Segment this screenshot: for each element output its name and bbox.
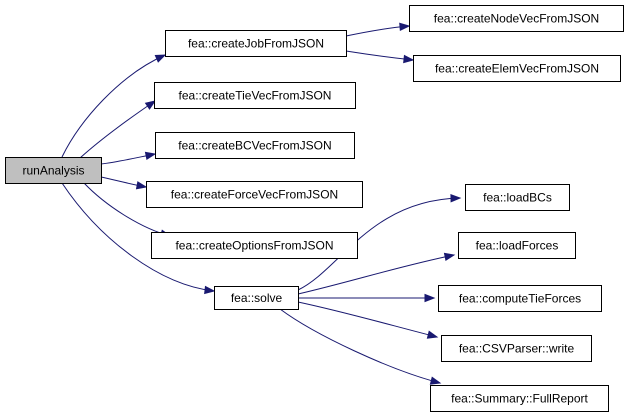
edge-line	[345, 25, 410, 37]
edge-line	[297, 301, 438, 338]
node-box	[458, 232, 576, 259]
node-label: fea::loadBCs	[483, 191, 552, 205]
node-box	[146, 181, 363, 208]
node-box	[151, 232, 358, 259]
edge-runAnalysis-to-createForce	[100, 176, 148, 190]
node-box	[5, 157, 102, 184]
arrowhead-icon	[443, 252, 456, 262]
node-loadBCs[interactable]: fea::loadBCs	[465, 184, 570, 211]
node-solve[interactable]: fea::solve	[214, 286, 299, 310]
node-createForce[interactable]: fea::createForceVecFromJSON	[146, 181, 363, 208]
node-label: fea::CSVParser::write	[459, 342, 575, 356]
edge-line	[79, 100, 156, 159]
nodes: runAnalysisfea::createJobFromJSONfea::cr…	[5, 5, 624, 412]
node-label: fea::createElemVecFromJSON	[435, 62, 599, 76]
node-csvWrite[interactable]: fea::CSVParser::write	[441, 335, 592, 362]
edge-solve-to-loadBCs	[297, 193, 462, 291]
node-label: fea::createNodeVecFromJSON	[434, 12, 599, 26]
edge-runAnalysis-to-createBC	[100, 151, 157, 165]
node-box	[214, 286, 299, 310]
arrowhead-icon	[144, 100, 157, 110]
edge-line	[297, 254, 455, 295]
node-label: runAnalysis	[22, 164, 84, 178]
arrowhead-icon	[135, 181, 148, 190]
node-label: fea::loadForces	[476, 239, 559, 253]
edge-solve-to-fullReport	[279, 308, 442, 385]
node-label: fea::createOptionsFromJSON	[175, 239, 333, 253]
node-createOptions[interactable]: fea::createOptionsFromJSON	[151, 232, 358, 259]
node-runAnalysis[interactable]: runAnalysis	[5, 157, 102, 184]
node-label: fea::solve	[231, 291, 283, 305]
arrowhead-icon	[403, 54, 415, 64]
node-box	[154, 82, 356, 109]
edge-line	[61, 182, 215, 292]
node-label: fea::createTieVecFromJSON	[179, 89, 332, 103]
arrowhead-icon	[450, 193, 462, 203]
node-box	[438, 285, 602, 312]
node-computeTie[interactable]: fea::computeTieForces	[438, 285, 602, 312]
node-label: fea::createJobFromJSON	[188, 37, 324, 51]
node-loadForces[interactable]: fea::loadForces	[458, 232, 576, 259]
edge-line	[297, 197, 461, 291]
arrowhead-icon	[144, 151, 157, 161]
node-fullReport[interactable]: fea::Summary::FullReport	[430, 385, 609, 412]
arrowhead-icon	[426, 330, 439, 339]
edge-createJob-to-createElem	[345, 50, 415, 64]
node-box	[430, 385, 609, 412]
node-box	[413, 55, 621, 82]
node-label: fea::createForceVecFromJSON	[171, 188, 338, 202]
arrowhead-icon	[429, 376, 442, 385]
node-createElem[interactable]: fea::createElemVecFromJSON	[413, 55, 621, 82]
edge-runAnalysis-to-solve	[61, 182, 216, 295]
edge-createJob-to-createNode	[345, 22, 411, 37]
edge-line	[279, 308, 441, 384]
node-label: fea::computeTieForces	[459, 292, 581, 306]
node-box	[465, 184, 570, 211]
edge-line	[345, 50, 414, 61]
node-box	[441, 335, 592, 362]
arrowhead-icon	[399, 22, 411, 32]
node-box	[165, 30, 347, 57]
arrowhead-icon	[204, 285, 216, 295]
node-label: fea::createBCVecFromJSON	[178, 139, 331, 153]
edge-solve-to-computeTie	[297, 293, 436, 303]
node-createTie[interactable]: fea::createTieVecFromJSON	[154, 82, 356, 109]
edge-runAnalysis-to-createTie	[79, 100, 157, 159]
node-createBC[interactable]: fea::createBCVecFromJSON	[155, 132, 355, 159]
node-box	[155, 132, 355, 159]
edge-runAnalysis-to-createJob	[61, 54, 167, 158]
node-createNode[interactable]: fea::createNodeVecFromJSON	[409, 5, 624, 32]
edge-solve-to-csvWrite	[297, 301, 439, 339]
node-box	[409, 5, 624, 32]
edge-line	[61, 54, 166, 158]
arrowhead-icon	[154, 54, 167, 63]
node-createJob[interactable]: fea::createJobFromJSON	[165, 30, 347, 57]
edge-solve-to-loadForces	[297, 252, 456, 295]
arrowhead-icon	[424, 293, 436, 303]
node-label: fea::Summary::FullReport	[451, 392, 588, 406]
